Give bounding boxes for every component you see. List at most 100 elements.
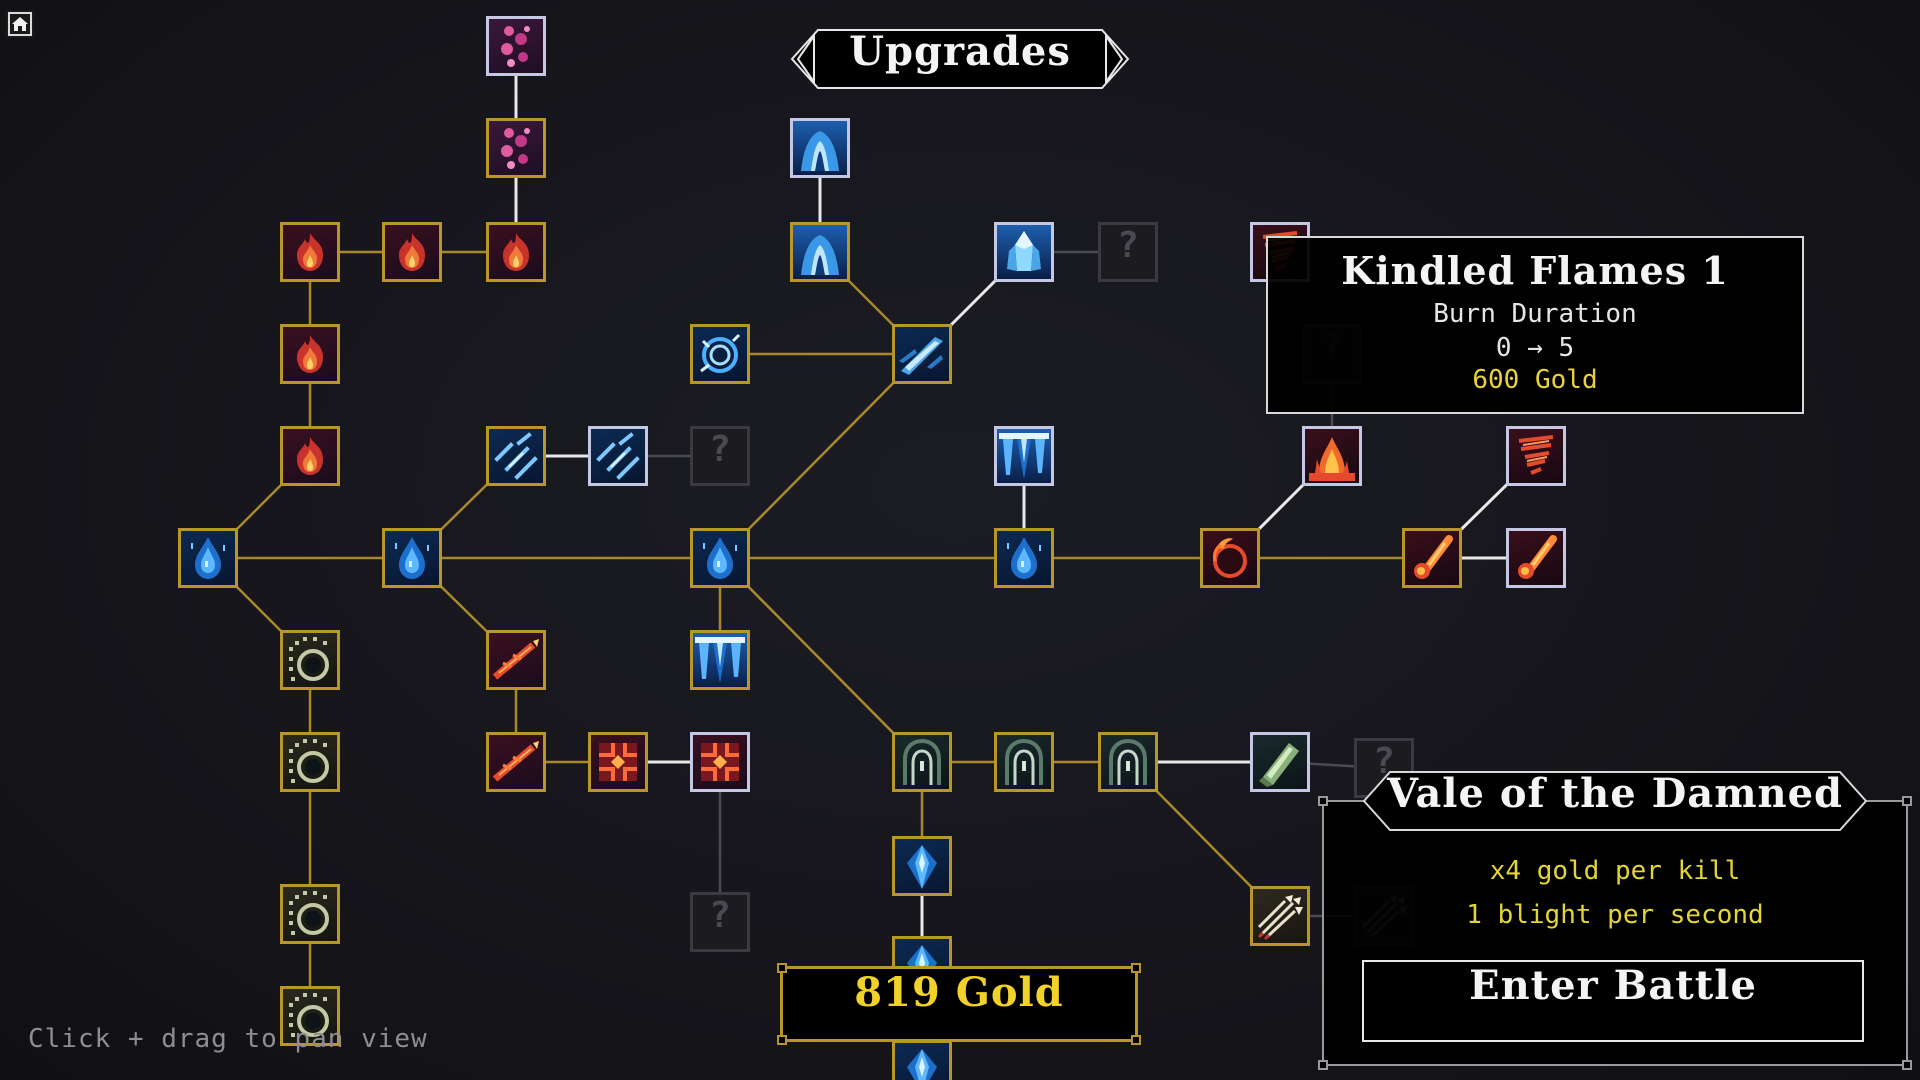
rune-circle-upgrade-3[interactable] (280, 884, 340, 944)
water-node-2[interactable] (382, 528, 442, 588)
gold-counter: 819 Gold (777, 963, 1141, 1045)
icicle-icon (695, 637, 745, 683)
frost-ring-icon (700, 333, 741, 373)
locked-node-lava[interactable]: ? (690, 892, 750, 952)
blight-arch-upgrade-3[interactable] (1098, 732, 1158, 792)
gold-amount: 819 Gold (854, 969, 1064, 1016)
blue-gem-icon (907, 845, 937, 889)
fire-dart-upgrade-1[interactable] (486, 630, 546, 690)
ice-wave-upgrade-2[interactable] (790, 118, 850, 178)
rune-circle-icon (289, 739, 329, 783)
fire-upgrade-d[interactable] (280, 324, 340, 384)
meteor-upgrade-2[interactable] (1506, 528, 1566, 588)
blue-gem-icon (907, 1049, 937, 1080)
ice-wave-icon (801, 235, 839, 275)
water-root-node[interactable] (178, 528, 238, 588)
tornado-upgrade-2[interactable] (1506, 426, 1566, 486)
rune-circle-upgrade-4[interactable] (280, 986, 340, 1046)
pink-gem-icon (501, 26, 530, 67)
water-drop-icon (395, 537, 429, 579)
frost-ring-upgrade[interactable] (690, 324, 750, 384)
tooltip-stat-name: Burn Duration (1433, 299, 1637, 329)
upgrade-tooltip: Kindled Flames 1 Burn Duration 0 → 5 600… (1266, 236, 1804, 414)
fire-dart-icon (492, 741, 539, 782)
level-modifier-gold: x4 gold per kill (1489, 856, 1741, 886)
ice-shard-upgrade[interactable] (892, 324, 952, 384)
flame-icon (503, 233, 529, 271)
water-drop-icon (703, 537, 737, 579)
blight-crystal-icon (1259, 743, 1299, 787)
fire-dart-upgrade-2[interactable] (486, 732, 546, 792)
rune-circle-upgrade-1[interactable] (280, 630, 340, 690)
blue-gem-upgrade-3[interactable] (892, 1040, 952, 1080)
blight-arch-icon (1005, 738, 1043, 785)
tooltip-cost: 600 Gold (1472, 365, 1598, 395)
fire-orb-upgrade[interactable] (1200, 528, 1260, 588)
blue-gem-upgrade-1[interactable] (892, 836, 952, 896)
rune-circle-upgrade-2[interactable] (280, 732, 340, 792)
water-node-3[interactable] (690, 528, 750, 588)
fire-pillar-icon (1309, 437, 1355, 481)
water-drop-icon (1007, 537, 1041, 579)
fire-dart-icon (492, 639, 539, 680)
blight-arch-upgrade-1[interactable] (892, 732, 952, 792)
blight-arch-upgrade-2[interactable] (994, 732, 1054, 792)
pan-hint: Click + drag to pan view (28, 1024, 428, 1054)
enter-battle-button[interactable]: Enter Battle (1362, 960, 1864, 1042)
meteor-icon (1414, 535, 1453, 579)
fire-upgrade-e[interactable] (280, 426, 340, 486)
rain-upgrade-1[interactable] (486, 426, 546, 486)
locked-node-rain[interactable]: ? (690, 426, 750, 486)
meteor-icon (1518, 535, 1557, 579)
crystal-upgrade[interactable] (994, 222, 1054, 282)
page-title: Upgrades (849, 28, 1071, 75)
home-icon (10, 14, 30, 34)
level-name-banner: Vale of the Damned (1362, 770, 1868, 832)
multishot-upgrade-1[interactable] (1250, 886, 1310, 946)
home-button[interactable] (6, 10, 34, 38)
flame-icon (297, 335, 323, 373)
lava-grid-icon (701, 743, 739, 781)
level-modifier-blight: 1 blight per second (1466, 900, 1764, 930)
fire-orb-icon (1213, 538, 1247, 578)
fire-upgrade-c[interactable] (486, 222, 546, 282)
rune-circle-icon (289, 993, 329, 1037)
water-node-4[interactable] (994, 528, 1054, 588)
ice-wave-upgrade-1[interactable] (790, 222, 850, 282)
pink-gem-upgrade-2[interactable] (486, 16, 546, 76)
lava-grid-upgrade-1[interactable] (588, 732, 648, 792)
blight-arch-icon (903, 738, 941, 785)
locked-node-crystal[interactable]: ? (1098, 222, 1158, 282)
blight-crystal-upgrade[interactable] (1250, 732, 1310, 792)
question-mark-icon: ? (709, 429, 731, 470)
question-mark-icon: ? (1117, 225, 1139, 266)
rune-circle-icon (289, 637, 329, 681)
rain-upgrade-2[interactable] (588, 426, 648, 486)
crystal-icon (1007, 231, 1041, 271)
pink-gem-icon (501, 128, 530, 169)
flame-icon (399, 233, 425, 271)
question-mark-icon: ? (709, 895, 731, 936)
ice-wave-icon (801, 131, 839, 171)
connector-line (719, 557, 923, 763)
ice-shard-icon (899, 337, 943, 375)
fire-upgrade-a[interactable] (280, 222, 340, 282)
lava-grid-upgrade-2[interactable] (690, 732, 750, 792)
fire-pillar-upgrade[interactable] (1302, 426, 1362, 486)
icicle-icon (999, 433, 1049, 479)
flame-icon (297, 233, 323, 271)
rain-icon (596, 432, 640, 480)
lava-grid-icon (599, 743, 637, 781)
meteor-upgrade-1[interactable] (1402, 528, 1462, 588)
connector-line (719, 353, 923, 559)
tooltip-stat-change: 0 → 5 (1495, 333, 1575, 363)
icicle-upgrade-1[interactable] (994, 426, 1054, 486)
multishot-arrow-icon (1257, 895, 1303, 941)
rain-icon (494, 432, 538, 480)
icicle-upgrade-2[interactable] (690, 630, 750, 690)
tooltip-upgrade-name: Kindled Flames 1 (1341, 248, 1729, 293)
fire-upgrade-b[interactable] (382, 222, 442, 282)
pink-gem-upgrade-1[interactable] (486, 118, 546, 178)
level-name: Vale of the Damned (1386, 770, 1844, 817)
